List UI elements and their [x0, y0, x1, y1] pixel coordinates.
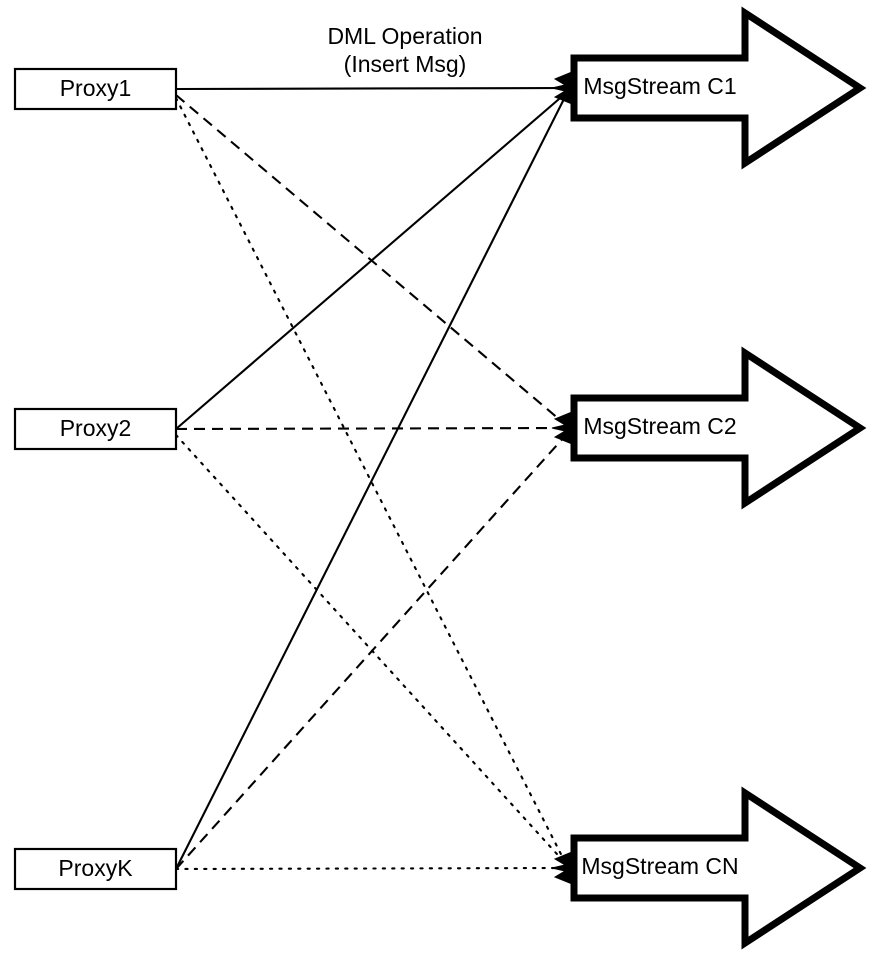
caption-dml-operation: DML Operation (Insert Msg) [327, 23, 482, 77]
proxy-node-proxy2[interactable]: Proxy2 [13, 407, 178, 451]
streams-layer: MsgStream C1 MsgStream C2 MsgStream CN [570, 6, 867, 950]
stream-arrow-shape-stream_cn [570, 786, 867, 950]
edge-proxy1-cn [174, 96, 568, 866]
stream-arrow-label-stream_c2: MsgStream C2 [583, 413, 736, 439]
stream-arrow-label-stream_cn: MsgStream CN [581, 853, 738, 879]
stream-arrow-label-stream_c1: MsgStream C1 [583, 73, 736, 99]
edge-proxy2-c1 [175, 92, 567, 430]
caption-line-2: (Insert Msg) [344, 51, 467, 77]
proxy-label-proxy2: Proxy2 [60, 415, 132, 441]
proxy-label-proxy1: Proxy1 [60, 75, 132, 101]
edges-layer [174, 86, 568, 871]
stream-arrow-stream_cn[interactable]: MsgStream CN [570, 786, 867, 950]
caption-line-1: DML Operation [327, 23, 482, 49]
arrowheads-layer [551, 71, 577, 885]
edge-proxy2-c2 [175, 426, 567, 431]
edge-proxyk-c2 [175, 434, 567, 870]
stream-arrow-shape-stream_c1 [570, 6, 867, 170]
stream-arrow-stream_c2[interactable]: MsgStream C2 [570, 346, 867, 510]
stream-arrow-stream_c1[interactable]: MsgStream C1 [570, 6, 867, 170]
edge-proxy2-cn [174, 433, 568, 866]
proxy-label-proxyk: ProxyK [58, 855, 133, 881]
stream-arrow-shape-stream_c2 [570, 346, 867, 510]
proxy-box-proxyk [13, 847, 178, 891]
proxy-node-proxy1[interactable]: Proxy1 [13, 67, 178, 111]
edge-proxyk-c1 [175, 94, 567, 870]
edge-proxyk-cn [174, 866, 568, 871]
proxy-node-proxyk[interactable]: ProxyK [13, 847, 178, 891]
proxy-box-proxy2 [13, 407, 178, 451]
edge-proxy1-c1 [175, 86, 567, 91]
proxy-box-proxy1 [13, 67, 178, 111]
